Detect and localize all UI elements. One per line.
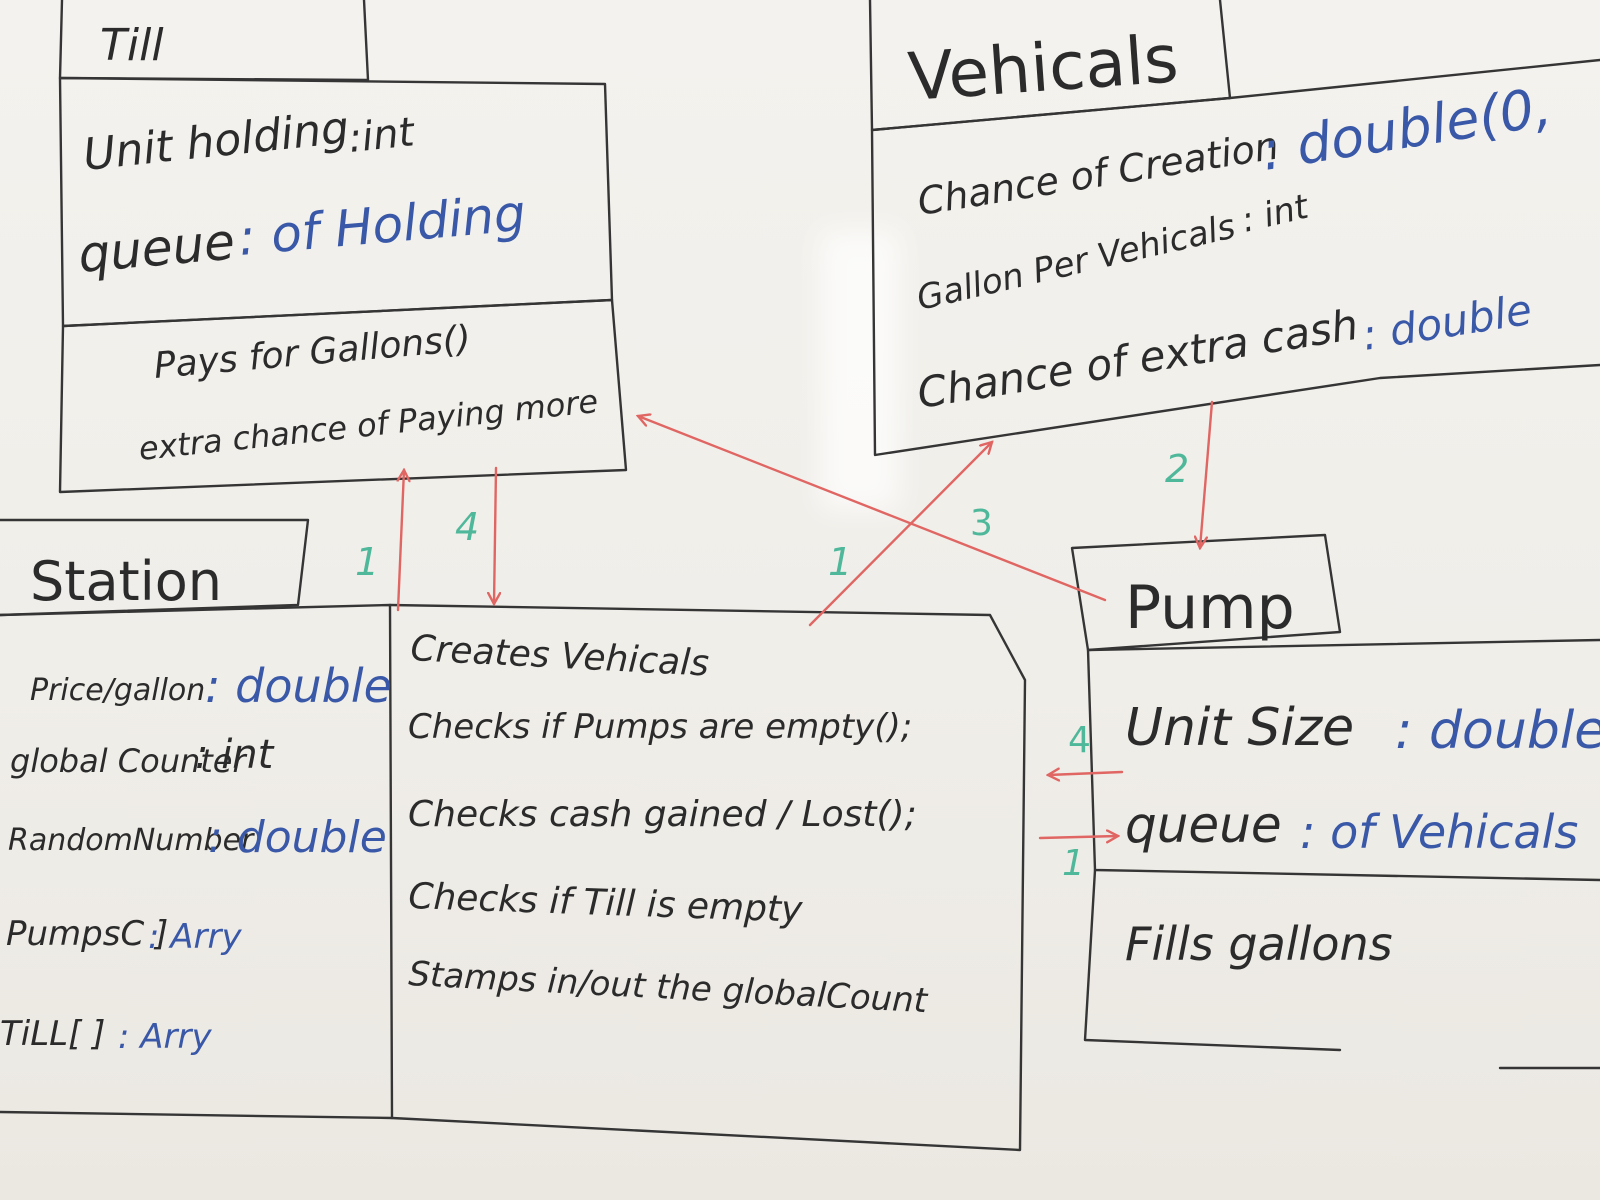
station-attr-till-name: TiLL[ ]: [0, 1014, 105, 1054]
till-method-pays: Pays for Gallons(): [152, 318, 472, 387]
till-method-extra-chance: extra chance of Paying more: [137, 382, 600, 468]
station-attr-price-name: Price/gallon: [30, 673, 205, 708]
station-attr-till-type: : Arry: [118, 1017, 212, 1057]
vehicals-title: Vehicals: [906, 20, 1181, 116]
pump-title: Pump: [1125, 573, 1295, 643]
station-method-stamps: Stamps in/out the globalCount: [408, 954, 930, 1021]
pump-attr-unit-size-name: Unit Size: [1125, 698, 1354, 758]
pump-attr-queue-name: queue: [1125, 796, 1282, 854]
till-title: Till: [100, 20, 164, 71]
station-method-creates: Creates Vehicals: [410, 628, 710, 685]
station-method-checks-cash: Checks cash gained / Lost();: [408, 794, 917, 835]
till-methods-box: [58, 298, 628, 494]
arrow-station-to-till: [398, 470, 404, 612]
arrow-pump-to-till: [638, 416, 1107, 602]
station-attr-pumps-type: : Arry: [148, 917, 242, 957]
vehicals-class: Vehicals Chance of Creation : double(0, …: [868, 0, 1600, 457]
station-methods-box: [388, 603, 1027, 1152]
station-method-checks-till: Checks if Till is empty: [408, 876, 804, 931]
board-glare: [820, 230, 900, 510]
arrow-vehicals-to-pump-label: 2: [1165, 447, 1189, 491]
vehicals-attr-gallon-type: : int: [1238, 186, 1314, 240]
arrow-till-to-station-label: 4: [455, 505, 479, 549]
till-attr-unit-holding-type: :int: [346, 109, 417, 162]
arrow-station-to-pump: [1038, 836, 1118, 838]
arrow-station-to-vehicals: [808, 442, 992, 627]
till-attr-queue-name: queue: [76, 213, 237, 284]
vehicals-attr-gallon-name: Gallon Per Vehicals: [913, 207, 1239, 319]
arrow-station-to-vehicals-label: 1: [828, 540, 852, 584]
pump-title-box: [1070, 533, 1342, 652]
pump-attr-queue-type: : of Vehicals: [1300, 805, 1578, 859]
station-attr-global-counter-name: global Counter: [10, 742, 247, 780]
station-attributes-box: [0, 603, 394, 1120]
station-attr-price-type: : double: [205, 659, 392, 713]
station-attr-random-name: RandomNumber: [8, 823, 255, 858]
pump-method-fills: Fills gallons: [1125, 917, 1393, 971]
station-method-checks-pumps: Checks if Pumps are empty();: [408, 707, 912, 747]
arrow-pump-to-station: [1048, 772, 1124, 775]
arrow-pump-to-station-label: 4: [1068, 720, 1091, 761]
station-title: Station: [30, 550, 222, 613]
arrow-vehicals-to-pump: [1200, 400, 1214, 548]
arrow-till-to-station: [494, 466, 496, 604]
station-attr-random-type: : double: [208, 812, 387, 863]
pump-attr-unit-size-type: : double: [1395, 701, 1600, 761]
pump-attributes-box: [1086, 638, 1600, 882]
till-attr-queue-type: : of Holding: [236, 184, 528, 267]
arrow-station-to-till-label: 1: [355, 540, 379, 584]
station-class: Station Price/gallon : double global Cou…: [0, 518, 1027, 1152]
pump-class: Pump Unit Size : double queue : of Vehic…: [1070, 533, 1600, 1070]
till-attr-unit-holding-name: Unit holding: [81, 102, 351, 181]
vehicals-attributes-box: [870, 58, 1600, 457]
arrow-station-to-pump-label: 1: [1062, 843, 1085, 884]
station-attr-pumps-name: PumpsC ]: [6, 914, 168, 954]
relationship-arrows: 1 4 1 3 2 4 1: [355, 400, 1214, 884]
pump-methods-box: [1083, 868, 1600, 1070]
arrow-pump-to-till-label: 3: [970, 503, 993, 544]
station-attr-global-counter-type: : int: [195, 732, 275, 778]
till-class: Till Unit holding :int queue : of Holdin…: [58, 0, 628, 494]
vehicals-attr-extra-cash-type: : double: [1359, 285, 1535, 360]
vehicals-attr-extra-cash-name: Chance of extra cash: [914, 300, 1361, 418]
